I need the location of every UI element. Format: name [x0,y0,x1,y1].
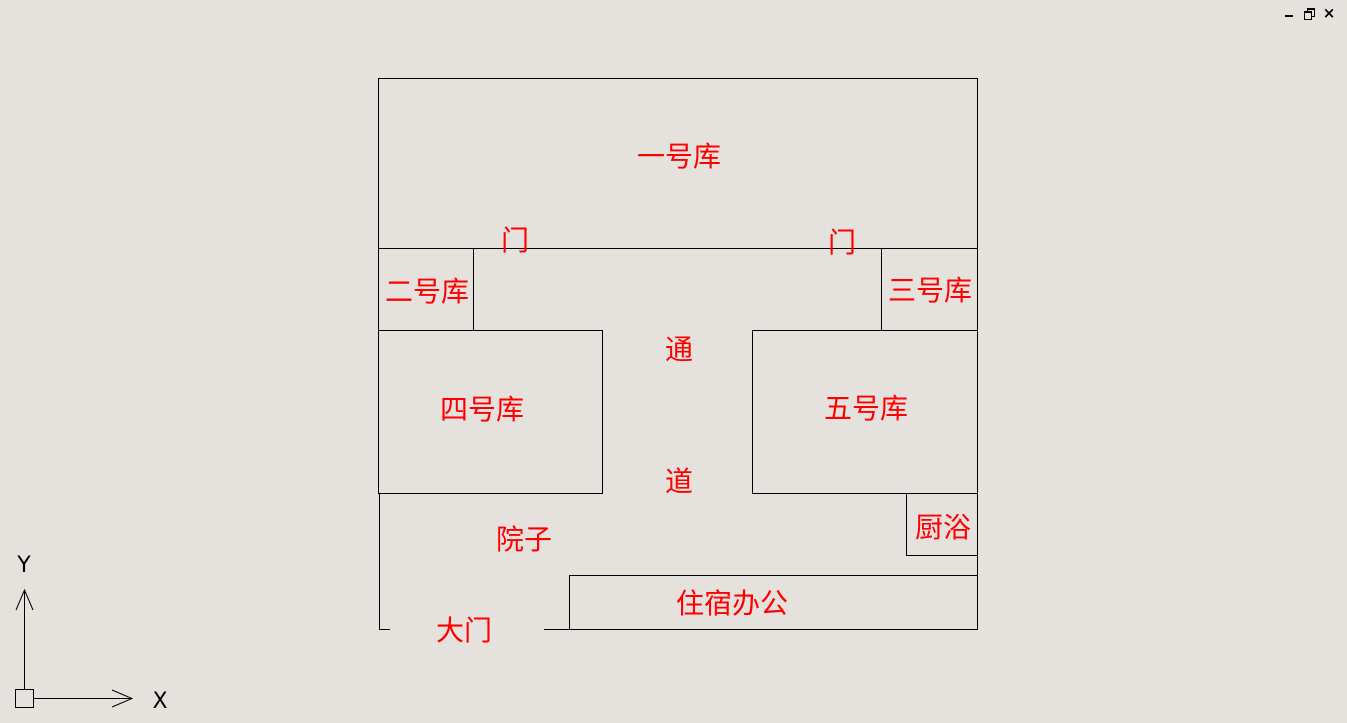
warehouse-5-room [752,330,978,494]
warehouse-3-label: 三号库 [888,274,972,307]
dorm-office-label: 住宿办公 [676,587,788,620]
kitchen-bath-label: 厨浴 [915,511,971,544]
kitchen-bath-room [906,493,978,556]
door-left-label: 门 [501,224,529,257]
restore-button[interactable] [1301,5,1317,21]
warehouse-5-label: 五号库 [824,392,908,425]
warehouse-4-label: 四号库 [440,393,524,426]
close-button[interactable]: × [1321,5,1337,21]
warehouse-1-room [378,78,978,249]
ucs-y-label: Y [16,553,31,578]
warehouse-4-room [378,330,603,494]
warehouse-2-label: 二号库 [385,275,469,308]
ucs-y-arrow [15,588,34,611]
ucs-x-label: X [152,689,167,714]
ucs-icon [15,588,134,708]
floor-plan [378,78,978,630]
passage-bottom-label: 道 [665,465,693,498]
warehouse-1-label: 一号库 [637,140,721,173]
main-gate-label: 大门 [436,614,492,647]
close-icon: × [1322,4,1336,22]
restore-icon [1304,8,1315,20]
minimize-button[interactable] [1281,5,1297,21]
door-right-label: 门 [828,226,856,259]
minimize-icon [1285,15,1293,17]
ucs-x-arrow [111,689,134,708]
dorm-office-room [569,575,978,630]
passage-top-label: 通 [665,333,693,366]
courtyard-label: 院子 [496,523,552,556]
window-controls: × [1281,5,1337,21]
ucs-origin-box [15,689,34,708]
room-labels: 一号库 门 门 二号库 三号库 通 四号库 五号库 道 厨浴 院子 住宿办公 大… [385,140,972,647]
